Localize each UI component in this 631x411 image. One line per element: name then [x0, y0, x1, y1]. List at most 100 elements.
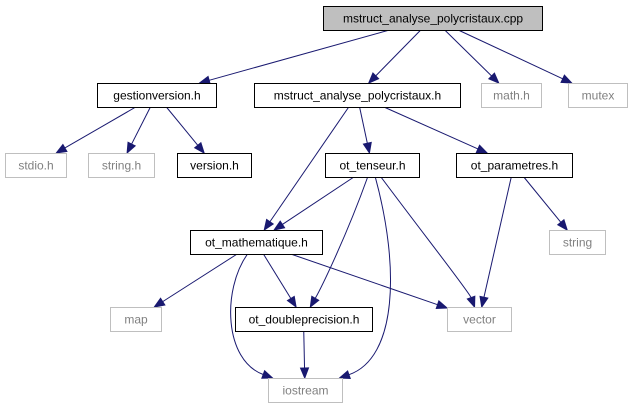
edge-gestionversion-to-string_h: [126, 106, 151, 155]
node-gestionversion[interactable]: gestionversion.h: [97, 83, 217, 108]
edge-ot_tenseur-to-iostream: [338, 176, 391, 380]
arrowhead: [475, 144, 489, 154]
node-box: [5, 153, 67, 178]
edge-ot_mathematique-to-iostream: [230, 253, 274, 379]
arrowhead: [560, 74, 574, 84]
node-label: ot_parametres.h: [471, 159, 558, 173]
arrowhead: [286, 295, 297, 309]
arrowhead: [338, 370, 351, 380]
node-label: ot_tenseur.h: [339, 159, 405, 173]
nodes-layer: mstruct_analyse_polycristaux.cpp gestionv…: [5, 6, 628, 403]
node-box: [568, 83, 628, 108]
node-label: iostream: [282, 384, 328, 398]
node-ot_mathematique[interactable]: ot_mathematique.h: [190, 230, 323, 255]
node-box: [481, 83, 542, 108]
node-label: mstruct_analyse_polycristaux.cpp: [343, 12, 523, 26]
arrowhead: [272, 220, 286, 231]
edge-line: [314, 176, 369, 299]
edge-line: [165, 106, 199, 146]
edge-line: [375, 29, 422, 77]
edge-line: [380, 176, 472, 298]
arrowhead: [479, 295, 489, 309]
edge-ot_tenseur-to-vector: [380, 176, 476, 309]
node-map: map: [110, 307, 162, 332]
node-box: [97, 83, 217, 108]
edge-ot_parametres-to-string: [523, 176, 569, 232]
node-label: version.h: [190, 159, 239, 173]
edge-ot_doubleprecision-to-iostream: [299, 330, 310, 380]
arrowhead: [487, 72, 500, 84]
node-ot_tenseur[interactable]: ot_tenseur.h: [325, 153, 420, 178]
edge-ot_mathematique-to-map: [153, 253, 238, 308]
arrowhead: [466, 295, 476, 309]
edge-ot_mathematique-to-vector: [290, 253, 449, 310]
edge-line: [348, 176, 391, 376]
node-vector: vector: [447, 307, 512, 332]
edge-mstruct_h-to-ot_tenseur: [359, 106, 372, 155]
arrowhead: [193, 141, 205, 155]
edge-ot_tenseur-to-ot_mathematique: [272, 176, 355, 231]
node-box: [254, 83, 461, 108]
arrowhead: [556, 218, 569, 232]
edge-line: [131, 106, 151, 145]
edge-mstruct_h-to-ot_parametres: [383, 106, 489, 154]
node-box: [549, 230, 606, 255]
edge-line: [383, 106, 479, 150]
node-string_h: string.h: [88, 153, 155, 178]
node-label: string: [563, 236, 592, 250]
node-label: mstruct_analyse_polycristaux.h: [274, 89, 441, 103]
edge-ot_mathematique-to-ot_doubleprecision: [262, 253, 297, 309]
node-math: math.h: [481, 83, 542, 108]
arrowhead: [126, 141, 137, 155]
node-stdio: stdio.h: [5, 153, 67, 178]
node-box: [325, 153, 420, 178]
node-box: [88, 153, 155, 178]
arrowhead: [55, 143, 68, 154]
arrowhead: [367, 72, 380, 84]
edge-gestionversion-to-stdio: [55, 106, 137, 154]
node-box: [268, 378, 343, 403]
node-label: ot_mathematique.h: [205, 236, 308, 250]
node-root: mstruct_analyse_polycristaux.cpp: [323, 6, 543, 31]
edge-gestionversion-to-version: [165, 106, 205, 155]
edge-root-to-math: [444, 29, 500, 84]
node-label: gestionversion.h: [113, 89, 200, 103]
node-label: math.h: [493, 89, 530, 103]
edge-ot_parametres-to-vector: [479, 176, 512, 309]
node-box: [190, 230, 323, 255]
arrowhead: [263, 218, 275, 232]
edge-line: [162, 253, 238, 303]
edge-line: [230, 253, 264, 375]
edge-line: [290, 253, 438, 306]
edge-line: [458, 29, 563, 80]
edge-line: [303, 330, 306, 369]
node-box: [177, 153, 252, 178]
node-iostream: iostream: [268, 378, 343, 403]
node-box: [235, 307, 373, 332]
arrowhead: [261, 369, 274, 379]
edge-line: [444, 29, 492, 77]
node-ot_doubleprecision[interactable]: ot_doubleprecision.h: [235, 307, 373, 332]
arrowhead: [435, 300, 449, 310]
node-label: stdio.h: [18, 159, 53, 173]
node-box: [447, 307, 512, 332]
node-label: mutex: [582, 89, 615, 103]
node-mutex: mutex: [568, 83, 628, 108]
node-box: [110, 307, 162, 332]
edge-line: [64, 106, 137, 149]
edge-line: [269, 106, 350, 223]
edge-root-to-gestionversion: [198, 29, 390, 85]
node-mstruct_h[interactable]: mstruct_analyse_polycristaux.h: [254, 83, 461, 108]
node-box: [456, 153, 573, 178]
arrowhead: [309, 295, 320, 309]
edge-line: [359, 106, 368, 144]
node-version[interactable]: version.h: [177, 153, 252, 178]
edges-layer: [55, 29, 574, 380]
edge-root-to-mstruct_h: [367, 29, 422, 84]
arrowhead: [299, 367, 310, 380]
edge-root-to-mutex: [458, 29, 574, 84]
node-ot_parametres[interactable]: ot_parametres.h: [456, 153, 573, 178]
edge-line: [262, 253, 292, 299]
node-label: ot_doubleprecision.h: [249, 313, 360, 327]
